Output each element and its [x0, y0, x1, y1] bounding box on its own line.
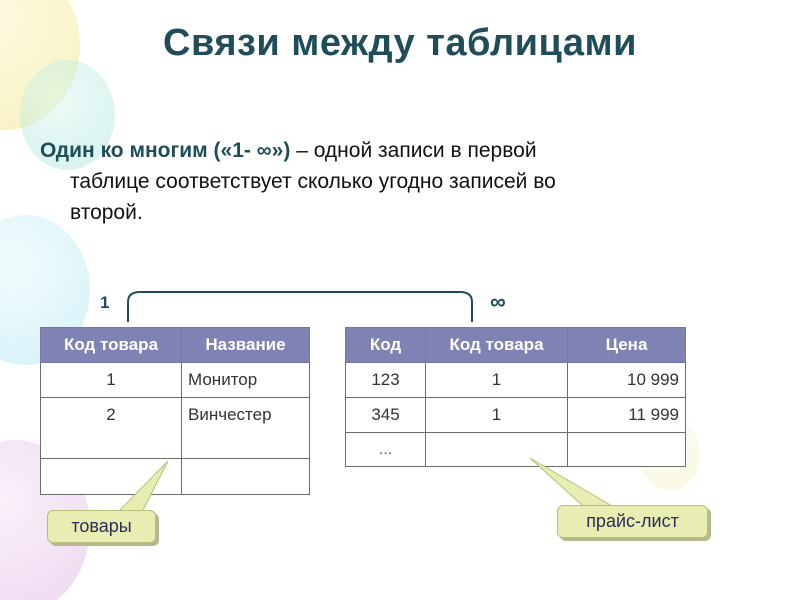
table-cell: 123	[345, 362, 426, 398]
table-cell	[425, 432, 568, 467]
table-cell: 11 999	[567, 397, 686, 433]
definition-text-line3: второй.	[70, 201, 143, 224]
table-cell	[567, 432, 686, 467]
table-header-row: Код товара Название	[40, 327, 310, 363]
table-cell	[181, 458, 310, 495]
balloon-decoration	[20, 60, 115, 170]
column-header: Название	[181, 327, 310, 363]
price-table-callout: прайс-лист	[557, 505, 708, 538]
column-header: Код товара	[40, 327, 182, 363]
table-cell: Монитор	[181, 362, 310, 398]
column-header: Код товара	[425, 327, 568, 363]
relation-many-label: ∞	[490, 289, 506, 314]
definition-text-line2: таблице соответствует сколько угодно зап…	[70, 170, 556, 193]
table-row: 2 Винчестер	[40, 397, 310, 459]
definition-text-line1: – одной записи в первой	[290, 139, 537, 162]
definition-term: Один ко многим («1- ∞»)	[40, 139, 291, 162]
table-cell: Винчестер	[181, 397, 310, 459]
slide-title: Связи между таблицами	[163, 22, 637, 64]
table-cell: 10 999	[567, 362, 686, 398]
table-header-row: Код Код товара Цена	[345, 327, 686, 363]
column-header: Код	[345, 327, 426, 363]
table-row	[40, 458, 310, 495]
table-cell: 345	[345, 397, 426, 433]
goods-table: Код товара Название 1 Монитор 2 Винчесте…	[40, 327, 310, 495]
table-row: 345 1 11 999	[345, 397, 686, 433]
table-cell: 1	[425, 397, 568, 433]
table-cell: 1	[425, 362, 568, 398]
table-cell: 1	[40, 362, 182, 398]
table-row: …	[345, 432, 686, 467]
relation-one-label: 1	[100, 293, 110, 312]
definition-paragraph: Один ко многим («1- ∞») – одной записи в…	[40, 135, 700, 228]
table-row: 123 1 10 999	[345, 362, 686, 398]
goods-table-callout: товары	[47, 510, 156, 543]
table-row: 1 Монитор	[40, 362, 310, 398]
table-cell: 2	[40, 397, 182, 459]
table-cell: …	[345, 432, 426, 467]
price-table: Код Код товара Цена 123 1 10 999 345 1 1…	[345, 327, 686, 467]
table-cell	[40, 458, 182, 495]
column-header: Цена	[567, 327, 686, 363]
